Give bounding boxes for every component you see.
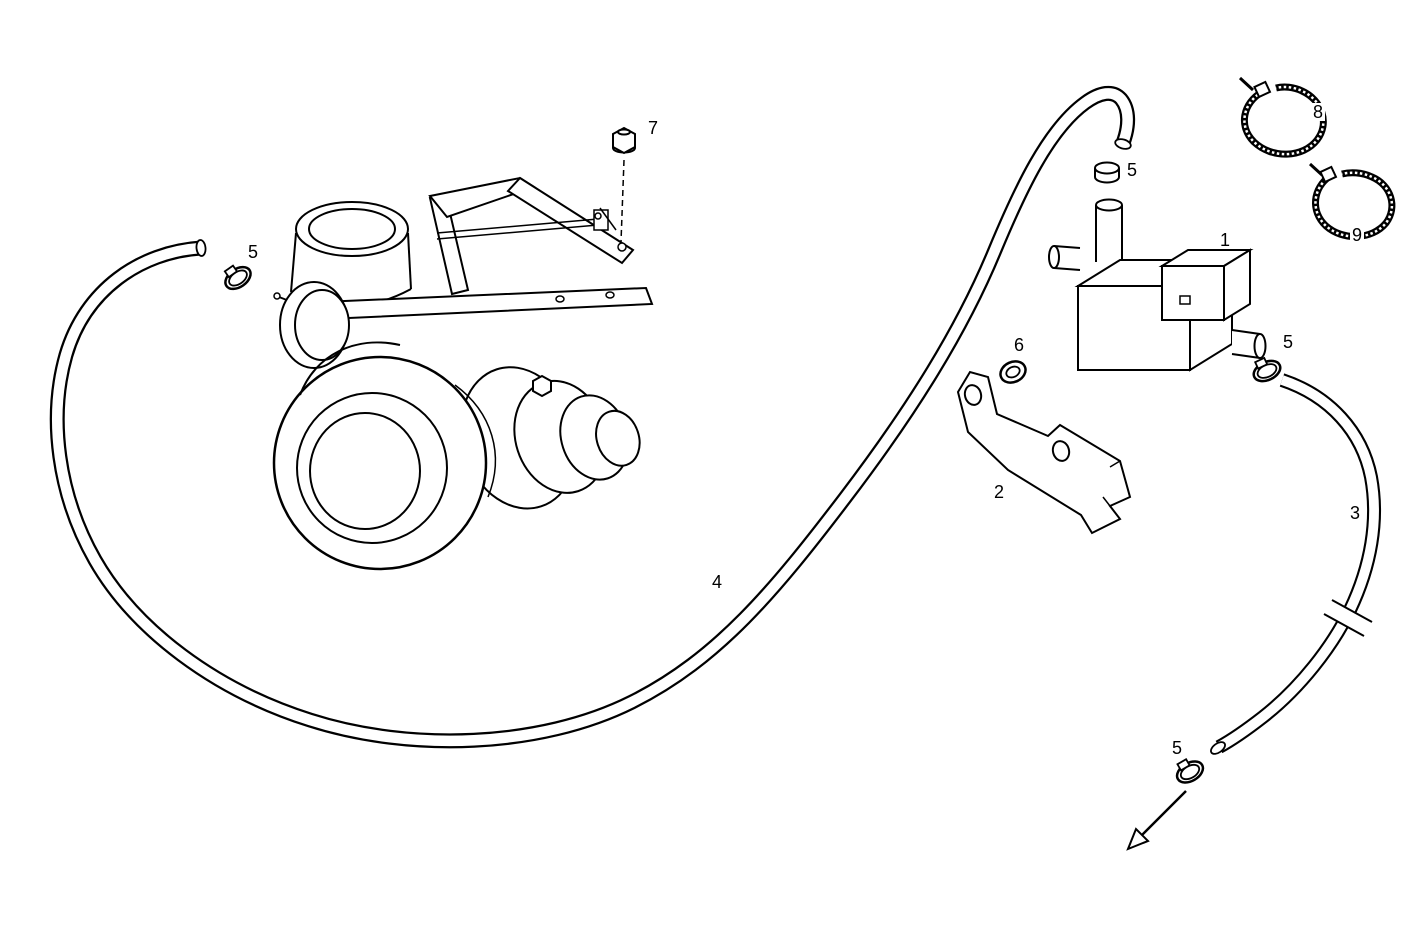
callout-bracket: 2 [991,482,1007,502]
callout-hose-right: 3 [1347,503,1363,523]
callout-nut: 7 [645,118,661,138]
direction-arrow [1126,790,1187,851]
hose-clamp-valve-right [1252,356,1282,383]
flange-nut [612,126,636,243]
sealing-washer [999,360,1027,384]
hose-clamp-bottom [1175,758,1205,784]
turbo-mounting-bracket [297,176,654,322]
turbo-actuator-can [273,281,350,369]
hose-clamp-left [223,264,252,291]
cable-tie-lower [1308,162,1396,241]
turbo-hex-fitting [532,374,552,398]
callout-clamp-left: 5 [245,242,261,262]
turbocharger [272,176,654,571]
callout-cable-tie-1: 8 [1310,102,1326,122]
callout-clamp-bottom: 5 [1169,738,1185,758]
turbo-compressor-housing [272,341,496,571]
callout-clamp-top: 5 [1124,160,1140,180]
cable-tie-upper [1238,76,1327,158]
hose-clamp-valve-top [1094,161,1120,184]
valve-connector [1158,248,1254,322]
callout-valve: 1 [1217,230,1233,250]
callout-washer: 6 [1011,335,1027,355]
callout-cable-tie-2: 9 [1349,225,1365,245]
turbo-turbine-housing [460,366,641,510]
callout-clamp-right: 5 [1280,332,1296,352]
callout-hose-main: 4 [709,572,725,592]
hose-right [1210,373,1382,755]
solenoid-valve [1048,198,1267,372]
hose-break-mark [1323,599,1373,637]
hose-main-loop [49,85,1136,749]
mounting-bracket [956,370,1132,535]
